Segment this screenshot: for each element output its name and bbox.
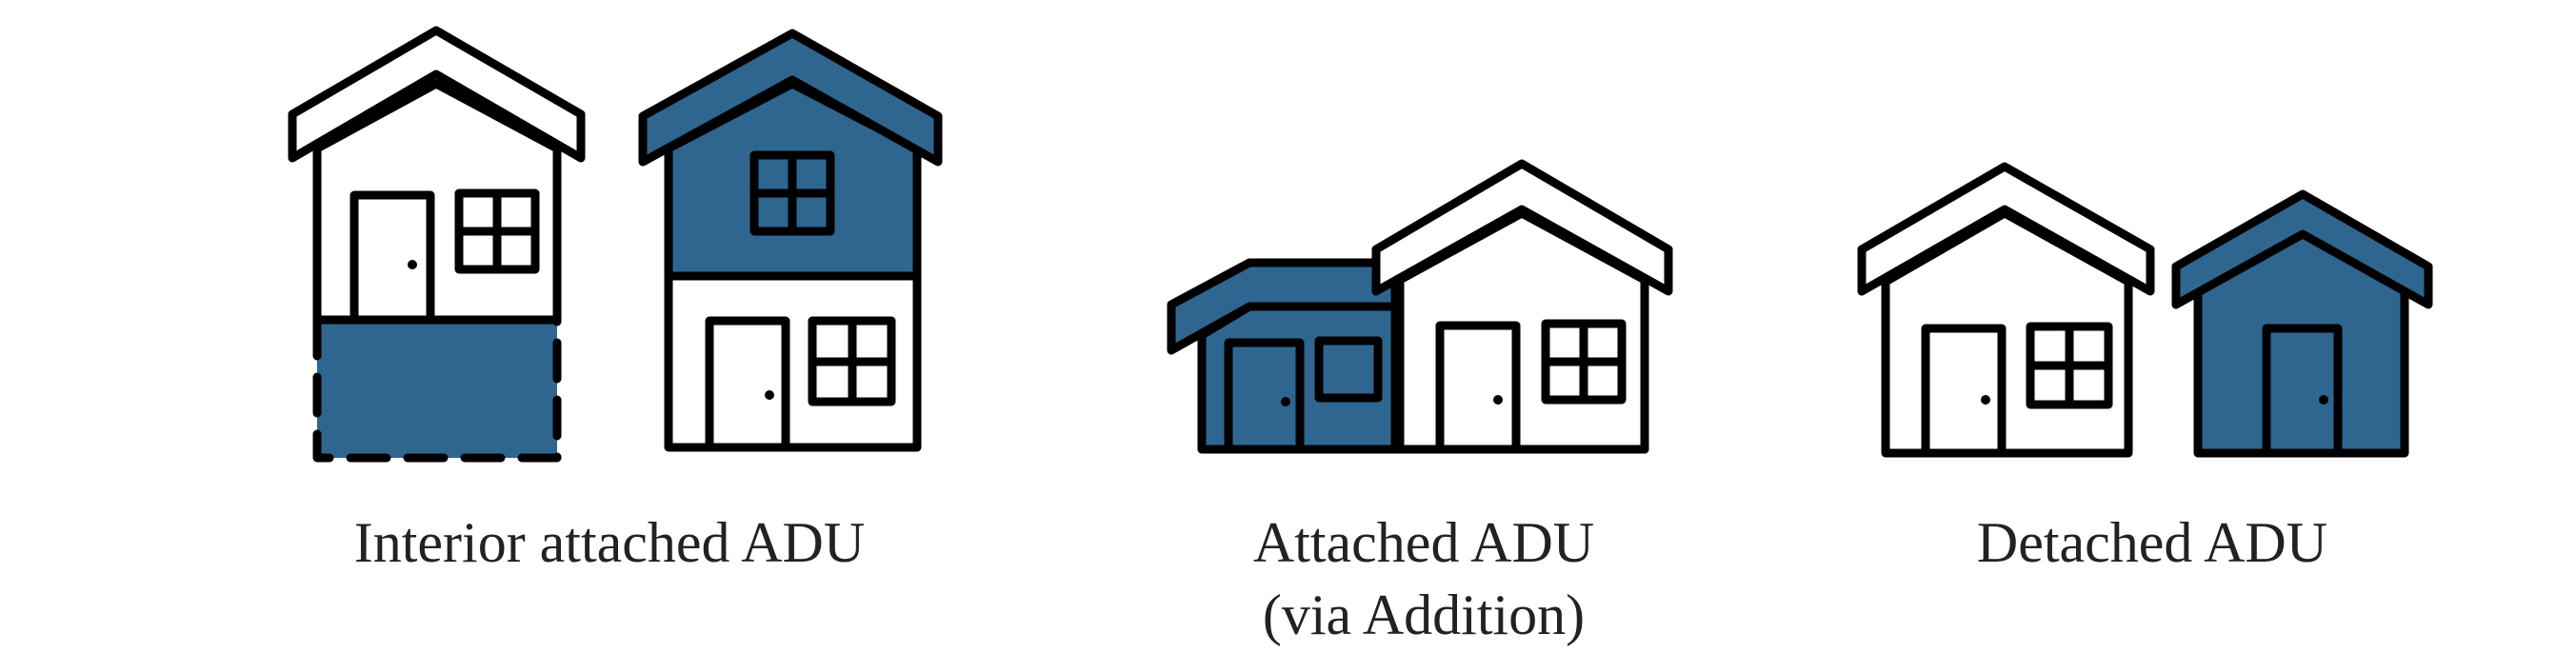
detached-main-house-icon (1857, 162, 2155, 458)
house-upper-adu-icon (638, 29, 943, 452)
house-basement-adu-icon (288, 26, 586, 463)
caption-interior-attached-adu: Interior attached ADU (229, 506, 990, 579)
caption-detached-text: Detached ADU (1976, 511, 2328, 574)
detached-adu-icon (2171, 189, 2433, 458)
caption-interior-text: Interior attached ADU (353, 511, 866, 574)
caption-attached-line1: Attached ADU (1252, 511, 1595, 574)
caption-attached-adu: Attached ADU (via Addition) (1043, 506, 1805, 651)
caption-detached-adu: Detached ADU (1771, 506, 2533, 579)
house-addition-adu-icon (1167, 159, 1673, 454)
caption-attached-line2: (via Addition) (1262, 584, 1586, 646)
